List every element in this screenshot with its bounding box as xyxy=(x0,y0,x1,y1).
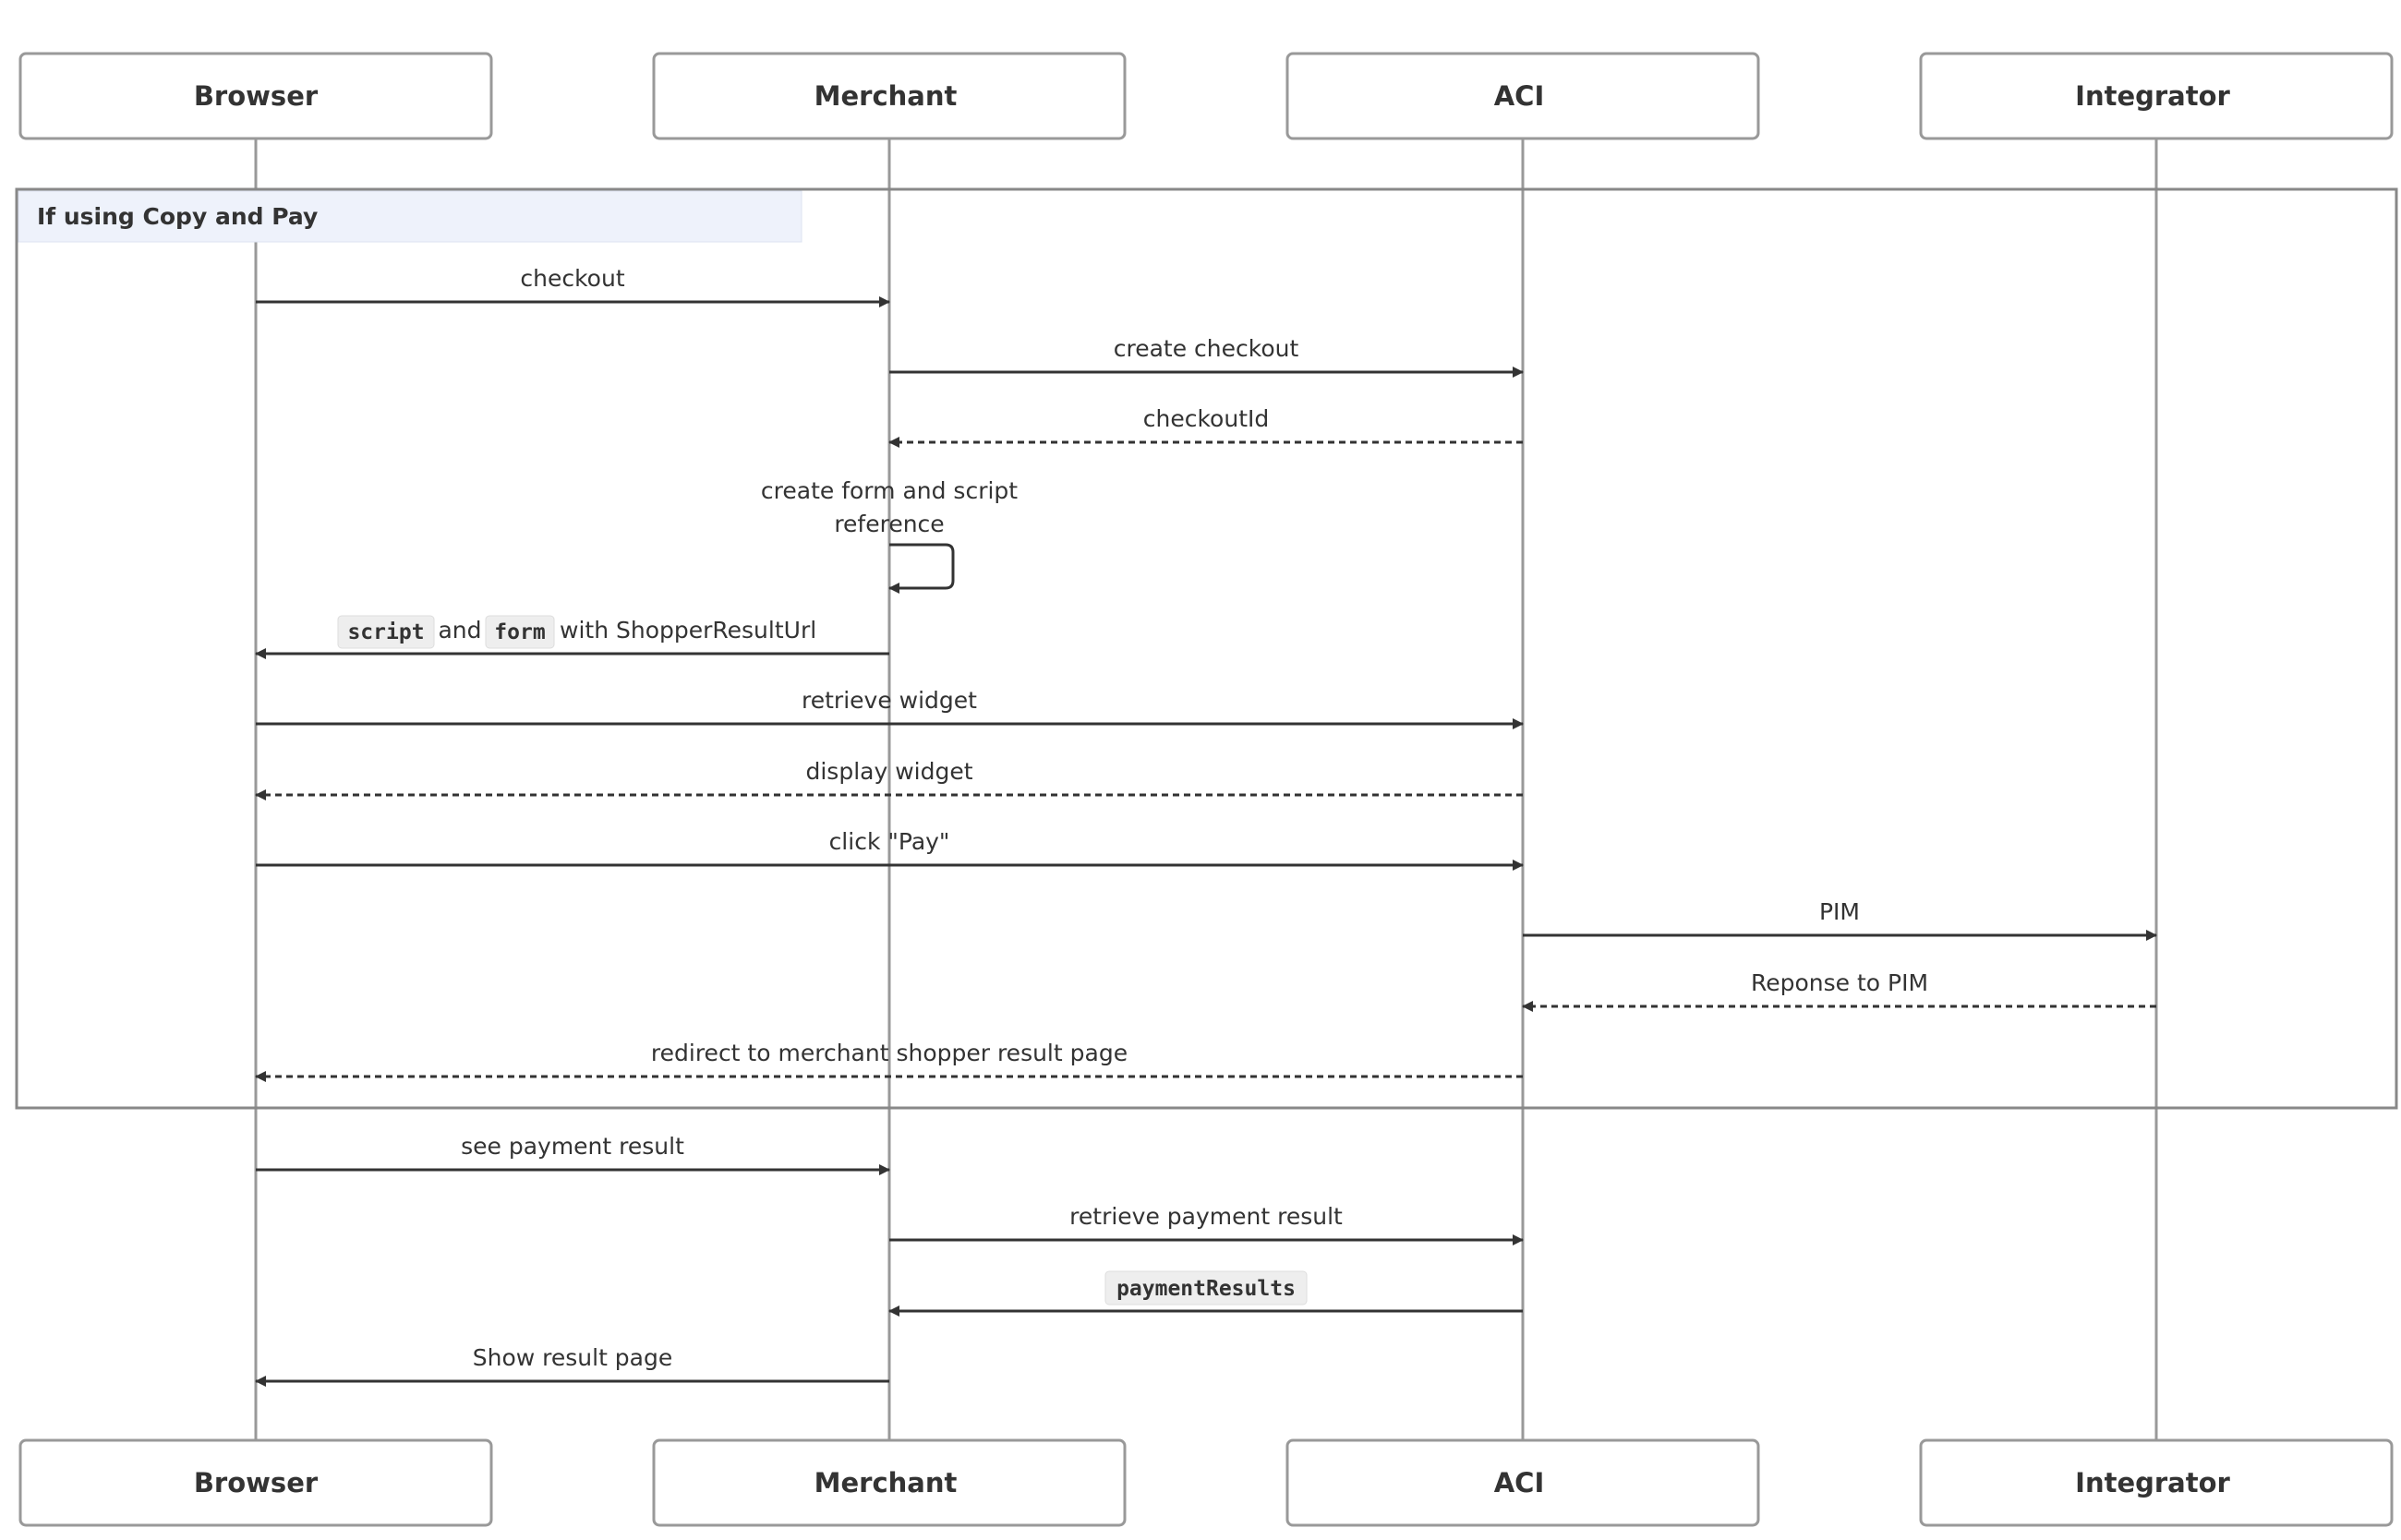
actor-integrator-top: Integrator xyxy=(1919,52,2394,140)
message-click-pay: click "Pay" xyxy=(256,828,1524,871)
message-label: Reponse to PIM xyxy=(1751,969,1928,996)
message-checkout-id: checkoutId xyxy=(888,405,1523,448)
message-display-widget: display widget xyxy=(255,758,1523,800)
message-label: display widget xyxy=(805,758,972,785)
actor-browser-bottom: Browser xyxy=(18,1438,493,1527)
code-chip-script xyxy=(337,615,435,649)
message-label-end: with ShopperResultUrl xyxy=(560,617,816,644)
message-label: retrieve widget xyxy=(802,687,977,714)
message-see-payment-result: see payment result xyxy=(256,1133,890,1175)
message-redirect: redirect to merchant shopper result page xyxy=(255,1040,1523,1082)
message-label: PIM xyxy=(1819,898,1860,925)
code-chip-payment-results xyxy=(1104,1270,1308,1305)
actor-aci-label: ACI xyxy=(1494,1467,1545,1498)
actor-browser-top: Browser xyxy=(18,52,493,140)
message-payment-results: paymentResults xyxy=(888,1270,1523,1317)
message-label: see payment result xyxy=(461,1133,684,1160)
message-label: redirect to merchant shopper result page xyxy=(651,1040,1128,1066)
message-label-and: and xyxy=(438,617,481,644)
actor-aci-label: ACI xyxy=(1494,80,1545,112)
message-label: checkoutId xyxy=(1143,405,1270,432)
group-label-box xyxy=(18,190,802,243)
message-checkout: checkout xyxy=(256,265,890,307)
message-label-line1: create form and script xyxy=(761,477,1018,504)
code-chip-form xyxy=(485,615,555,649)
message-retrieve-payment-result: retrieve payment result xyxy=(889,1203,1524,1245)
message-label: Show result page xyxy=(473,1344,673,1371)
actor-merchant-label: Merchant xyxy=(814,1467,958,1498)
message-label: click "Pay" xyxy=(829,828,950,855)
code-text-form: form xyxy=(494,620,545,644)
group-frame: If using Copy and Pay xyxy=(15,187,2398,1110)
actor-integrator-bottom: Integrator xyxy=(1919,1438,2394,1527)
message-create-form-self: create form and script reference xyxy=(761,477,1018,594)
actor-integrator-label: Integrator xyxy=(2075,1467,2230,1498)
message-arrow xyxy=(888,543,955,594)
actor-merchant-label: Merchant xyxy=(814,80,958,112)
actor-browser-label: Browser xyxy=(194,1467,319,1498)
message-retrieve-widget: retrieve widget xyxy=(256,687,1524,729)
message-label: create checkout xyxy=(1114,335,1299,362)
message-label-line2: reference xyxy=(834,511,944,537)
message-label: checkout xyxy=(520,265,624,292)
message-pim: PIM xyxy=(1523,898,2157,941)
actor-merchant-bottom: Merchant xyxy=(652,1438,1127,1527)
code-text-script: script xyxy=(347,620,424,644)
actor-browser-label: Browser xyxy=(194,80,319,112)
message-label: retrieve payment result xyxy=(1069,1203,1343,1230)
message-show-result-page: Show result page xyxy=(255,1344,889,1387)
actor-aci-bottom: ACI xyxy=(1285,1438,1760,1527)
actor-aci-top: ACI xyxy=(1285,52,1760,140)
message-script-form: script and form with ShopperResultUrl xyxy=(255,615,889,659)
actor-merchant-top: Merchant xyxy=(652,52,1127,140)
message-response-pim: Reponse to PIM xyxy=(1522,969,2156,1012)
code-text-payment-results: paymentResults xyxy=(1116,1277,1296,1301)
actor-integrator-label: Integrator xyxy=(2075,80,2230,112)
message-create-checkout: create checkout xyxy=(889,335,1524,378)
group-label: If using Copy and Pay xyxy=(37,203,318,230)
